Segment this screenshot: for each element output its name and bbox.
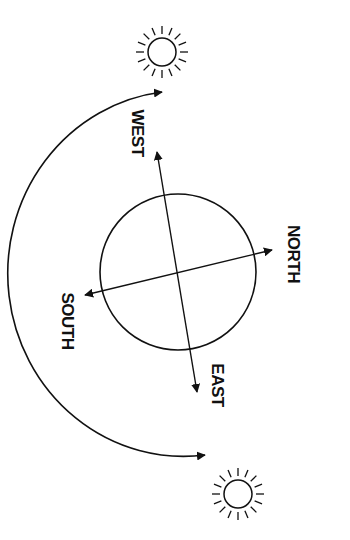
sun-ray [136, 51, 144, 52]
direction-label: EAST [208, 363, 227, 406]
sun-ray [228, 511, 231, 518]
sun-ray [251, 507, 257, 513]
sun-ray [161, 26, 162, 34]
sun-ray [169, 28, 172, 35]
sun-ray [212, 493, 220, 494]
sun-ray [255, 501, 262, 504]
sun-ray [144, 34, 150, 40]
sun-ray [152, 69, 155, 76]
sun-ray [228, 470, 231, 477]
sun-ray [179, 59, 186, 62]
direction-label: SOUTH [58, 293, 77, 350]
sun-ray [245, 511, 248, 518]
direction-label: WEST [128, 109, 147, 156]
sun-symbol [212, 468, 264, 520]
sun-ray [256, 493, 264, 494]
sun-ray [251, 476, 257, 482]
sun-symbol [136, 26, 188, 78]
direction-label-holder: SOUTH [58, 293, 76, 350]
sun-path-arc [8, 92, 205, 456]
sun-ray [237, 468, 238, 476]
north-south-arrow [85, 250, 272, 295]
sun-ray [237, 512, 238, 520]
sun-disc [148, 38, 176, 66]
direction-label-holder: NORTH [284, 225, 302, 283]
sun-ray [175, 34, 181, 40]
direction-label-holder: WEST [128, 109, 146, 156]
sun-ray [179, 42, 186, 45]
sun-ray [255, 484, 262, 487]
sun-ray [152, 28, 155, 35]
sun-ray [161, 70, 162, 78]
west-east-arrow [157, 152, 197, 392]
sun-ray [220, 507, 226, 513]
sun-disc [224, 480, 252, 508]
sun-ray [138, 59, 145, 62]
direction-label: NORTH [284, 225, 303, 283]
sun-ray [220, 476, 226, 482]
sun-ray [214, 501, 221, 504]
direction-label-holder: EAST [208, 363, 226, 406]
sun-ray [169, 69, 172, 76]
sun-ray [214, 484, 221, 487]
sun-ray [175, 65, 181, 71]
sun-ray [180, 51, 188, 52]
sun-ray [138, 42, 145, 45]
sun-ray [144, 65, 150, 71]
sun-ray [245, 470, 248, 477]
